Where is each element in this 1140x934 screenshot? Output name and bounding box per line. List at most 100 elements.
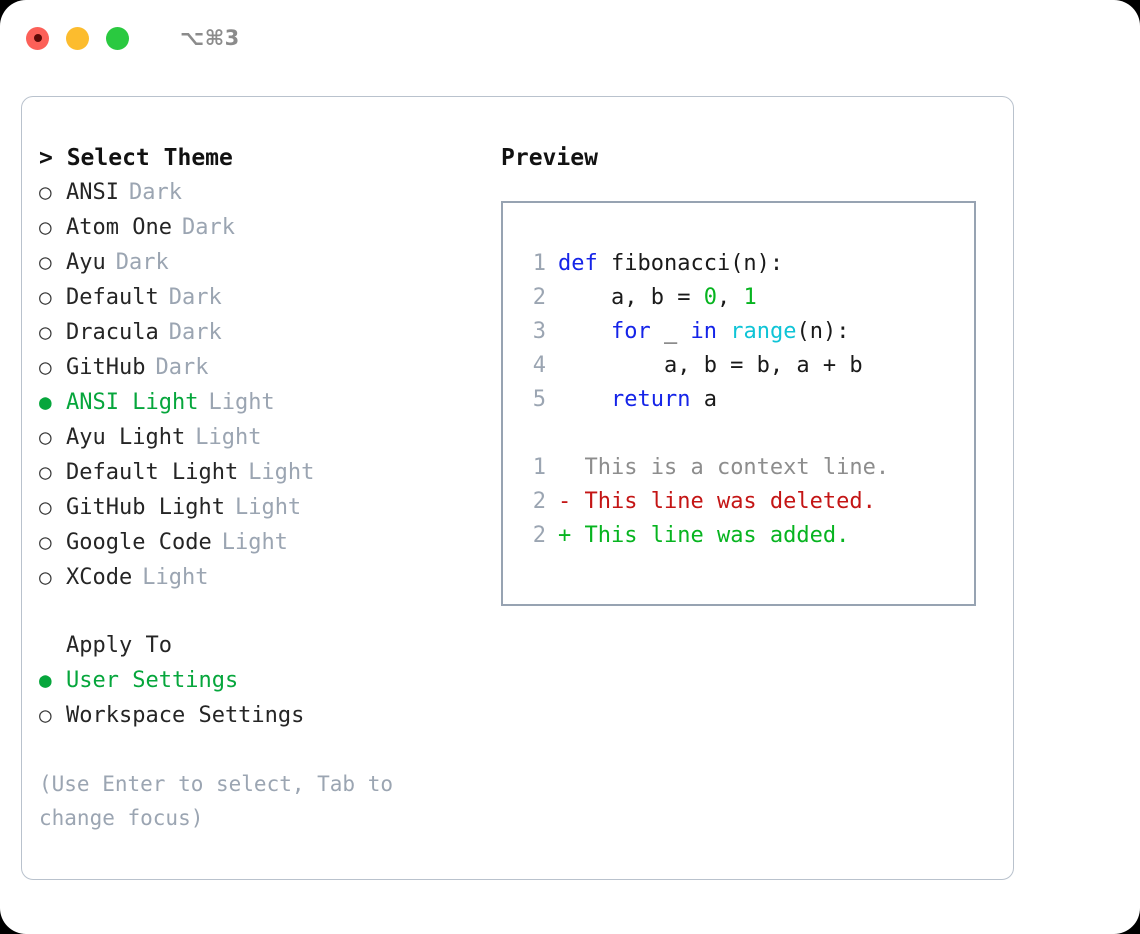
radio-unselected-icon[interactable]: ○ — [39, 215, 52, 239]
theme-variant-label: Light — [142, 565, 209, 590]
diff-line: 1 This is a context line. — [517, 451, 974, 485]
code-token: for — [558, 319, 664, 344]
select-theme-heading: > Select Theme — [39, 145, 233, 171]
code-token: , — [716, 285, 744, 310]
theme-variant-label: Light — [208, 390, 275, 415]
theme-list-item[interactable]: ○ Ayu Dark — [39, 245, 489, 280]
diff-marker: - — [558, 489, 572, 514]
theme-name-label: Default Light — [66, 460, 239, 485]
maximize-button[interactable] — [106, 26, 129, 50]
code-token: _ — [663, 319, 691, 344]
code-line: 5 return a — [517, 383, 974, 417]
close-button[interactable] — [26, 26, 49, 50]
line-number: 3 — [532, 319, 546, 344]
theme-variant-label: Light — [221, 530, 288, 555]
title-bar: ⌥⌘3 — [0, 0, 1140, 76]
radio-unselected-icon[interactable]: ○ — [39, 703, 52, 727]
theme-name-label: Google Code — [66, 530, 212, 555]
line-number: 2 — [532, 489, 546, 514]
diff-line: 2- This line was deleted. — [517, 485, 974, 519]
line-number: 4 — [532, 353, 546, 378]
theme-variant-label: Dark — [168, 320, 222, 345]
code-token: a, b = — [558, 285, 704, 310]
code-token: (n): — [796, 319, 850, 344]
theme-list-item[interactable]: ○ Ayu Light Light — [39, 420, 489, 455]
apply-to-option[interactable]: ○ Workspace Settings — [39, 698, 489, 733]
theme-list-item[interactable]: ○ Google Code Light — [39, 525, 489, 560]
theme-variant-label: Light — [234, 495, 302, 520]
theme-list-item[interactable]: ○ Default Dark — [39, 280, 489, 315]
keyboard-shortcut-label: ⌥⌘3 — [180, 26, 240, 50]
theme-list-item[interactable]: ○ Atom One Dark — [39, 210, 489, 245]
theme-name-label: Atom One — [66, 215, 172, 240]
radio-unselected-icon[interactable]: ○ — [39, 425, 52, 449]
diff-marker — [558, 451, 571, 485]
radio-selected-icon[interactable]: ● — [39, 390, 52, 414]
code-diff-spacer — [517, 417, 974, 451]
diff-marker: + — [558, 523, 572, 548]
theme-list-item[interactable]: ○ GitHub Light Light — [39, 490, 489, 525]
apply-to-label: User Settings — [66, 668, 239, 693]
theme-name-label: ANSI Light — [66, 390, 199, 415]
code-token: range — [730, 319, 797, 344]
code-line: 4 a, b = b, a + b — [517, 349, 974, 383]
radio-selected-icon[interactable]: ● — [39, 668, 52, 692]
theme-name-label: Ayu Light — [66, 425, 186, 450]
theme-name-label: GitHub Light — [66, 495, 225, 520]
apply-to-list[interactable]: ● User Settings ○ Workspace Settings — [39, 663, 489, 733]
code-line: 2 a, b = 0, 1 — [517, 281, 974, 315]
keyboard-hint-text: (Use Enter to select, Tab to change focu… — [39, 772, 406, 830]
preview-heading: Preview — [501, 145, 598, 171]
theme-variant-label: Dark — [115, 250, 169, 275]
diff-text: This line was deleted. — [571, 489, 876, 514]
line-number: 1 — [532, 251, 546, 276]
apply-to-label: Workspace Settings — [66, 703, 305, 728]
diff-line: 2 + This line was added. — [517, 519, 974, 553]
apply-to-option[interactable]: ● User Settings — [39, 663, 489, 698]
radio-unselected-icon[interactable]: ○ — [39, 495, 52, 519]
theme-name-label: Ayu — [66, 250, 106, 275]
radio-unselected-icon[interactable]: ○ — [39, 530, 52, 554]
line-number: 1 — [532, 455, 546, 480]
radio-unselected-icon[interactable]: ○ — [39, 285, 52, 309]
diff-text: This line was added. — [571, 523, 850, 548]
line-number: 2 — [532, 523, 546, 548]
window-controls — [26, 26, 129, 50]
theme-list-item[interactable]: ○ XCode Light — [39, 560, 489, 595]
theme-name-label: XCode — [66, 565, 133, 590]
code-token: fibonacci(n): — [610, 251, 784, 276]
radio-unselected-icon[interactable]: ○ — [39, 355, 52, 379]
theme-name-label: Default — [66, 285, 159, 310]
code-token: a, b = b, a + b — [558, 353, 863, 378]
diff-text: This is a context line. — [571, 455, 890, 480]
theme-name-label: ANSI — [66, 180, 119, 205]
radio-unselected-icon[interactable]: ○ — [39, 250, 52, 274]
apply-to-heading: Apply To — [66, 633, 172, 658]
theme-variant-label: Dark — [155, 355, 209, 380]
code-line: 3 for _ in range(n): — [517, 315, 974, 349]
minimize-button[interactable] — [66, 26, 89, 50]
radio-unselected-icon[interactable]: ○ — [39, 320, 52, 344]
code-token: in — [690, 319, 731, 344]
theme-variant-label: Dark — [168, 285, 222, 310]
code-token: def — [558, 251, 611, 276]
theme-list-item[interactable]: ● ANSI Light Light — [39, 385, 489, 420]
theme-list-item[interactable]: ○ GitHub Dark — [39, 350, 489, 385]
theme-list-item[interactable]: ○ ANSI Dark — [39, 175, 489, 210]
theme-name-label: GitHub — [66, 355, 146, 380]
theme-variant-label: Dark — [128, 180, 182, 205]
code-token: return — [558, 387, 704, 412]
radio-unselected-icon[interactable]: ○ — [39, 180, 52, 204]
theme-variant-label: Dark — [181, 215, 235, 240]
radio-unselected-icon[interactable]: ○ — [39, 460, 52, 484]
theme-variant-label: Light — [195, 425, 262, 450]
radio-unselected-icon[interactable]: ○ — [39, 565, 52, 589]
